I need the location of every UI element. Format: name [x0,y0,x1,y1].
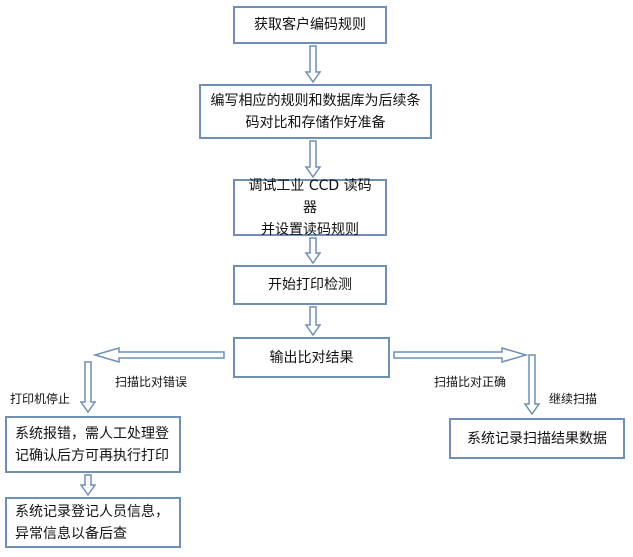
step-start-print-check: 开始打印检测 [233,265,387,305]
step-debug-ccd-reader: 调试工业 CCD 读码器 并设置读码规则 [233,178,387,238]
step-output-comparison-result: 输出比对结果 [233,337,390,378]
edge-label-scan-error: 扫描比对错误 [115,375,188,389]
step-record-scan-results-text: 系统记录扫描结果数据 [467,430,607,447]
step-record-scan-results: 系统记录扫描结果数据 [449,418,625,459]
arrow-output-to-correct-branch [393,347,529,363]
step-write-rules-database-text: 编写相应的规则和数据库为后续条 码对比和存储作好准备 [210,92,421,131]
step-output-comparison-result-text: 输出比对结果 [269,349,354,366]
step-record-personnel-info-text: 系统记录登记人员信息， 异常信息以备后查 [15,503,169,542]
arrow-reader-to-print [304,237,322,265]
arrow-output-to-error-branch [92,347,225,363]
step-system-error-report: 系统报错，需人工处理登 记确认后方可再执行打印 [5,416,181,473]
arrow-report-to-record [79,474,97,497]
edge-label-continue-scan: 继续扫描 [549,392,598,406]
step-debug-ccd-reader-text: 调试工业 CCD 读码器 并设置读码规则 [248,177,372,238]
arrow-rules-to-database [304,45,322,84]
step-get-customer-rules: 获取客户编码规则 [233,6,387,44]
step-start-print-check-text: 开始打印检测 [268,277,352,293]
step-write-rules-database: 编写相应的规则和数据库为后续条 码对比和存储作好准备 [199,84,432,139]
step-record-personnel-info: 系统记录登记人员信息， 异常信息以备后查 [5,497,181,548]
arrow-error-branch-to-report [79,361,97,414]
arrow-print-to-output [304,306,322,337]
arrow-database-to-reader [304,140,322,179]
step-get-customer-rules-text: 获取客户编码规则 [254,17,366,33]
arrow-correct-branch-to-record [523,354,541,416]
edge-label-printer-stop: 打印机停止 [10,392,71,406]
step-system-error-report-text: 系统报错，需人工处理登 记确认后方可再执行打印 [15,425,169,464]
edge-label-scan-correct: 扫描比对正确 [434,375,507,389]
